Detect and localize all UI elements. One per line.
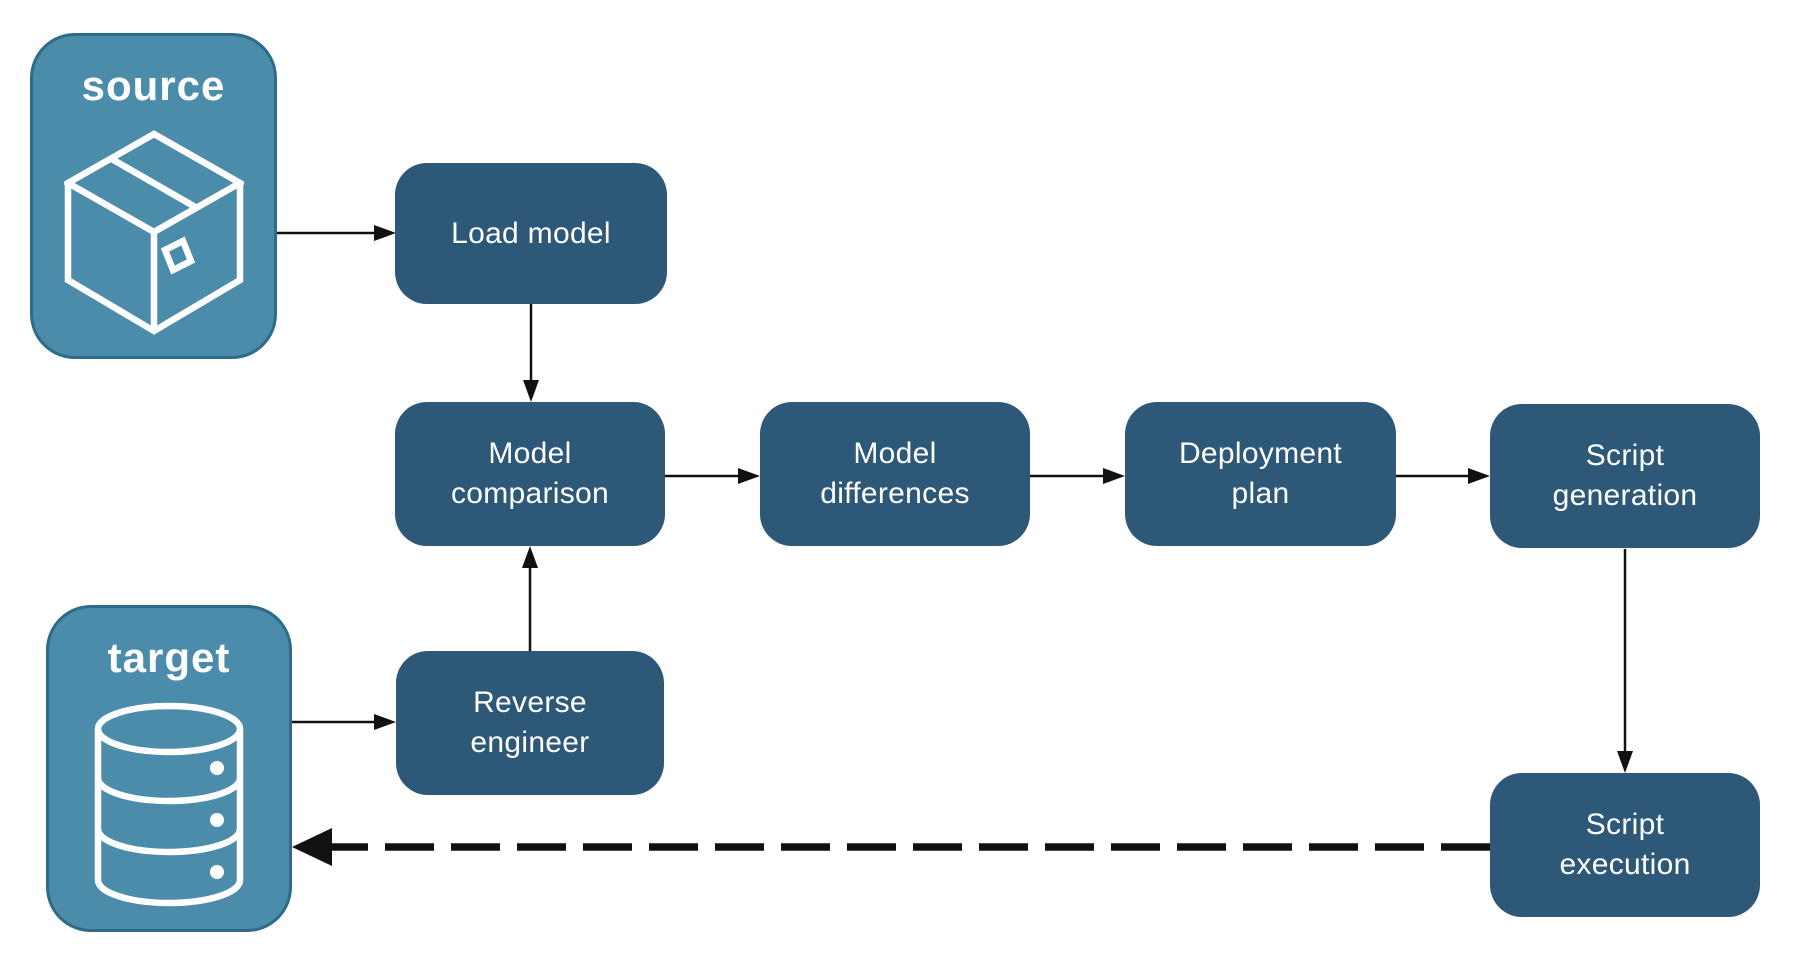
node-label: Load model [451, 216, 611, 250]
node-label-line: Script [1585, 439, 1665, 472]
node-label-line: Script [1585, 808, 1665, 841]
arrow-deployment-plan-to-script-generation [1396, 468, 1490, 484]
node-label-line: engineer [470, 726, 590, 759]
target-label: target [107, 634, 231, 681]
node-label-line: Deployment [1178, 437, 1343, 470]
arrow-model-differences-to-deployment-plan [1030, 468, 1125, 484]
endpoint-target: target [46, 605, 292, 932]
node-deployment-plan: Deployment plan [1125, 402, 1396, 546]
arrow-model-comparison-to-model-differences [665, 468, 760, 484]
arrow-target-to-reverse-engineer [292, 714, 396, 730]
node-label-line: comparison [450, 477, 610, 510]
node-model-comparison: Model comparison [395, 402, 665, 546]
arrow-script-generation-to-script-execution [1617, 549, 1633, 773]
node-script-generation: Script generation [1490, 404, 1760, 548]
endpoint-source: source [30, 33, 277, 359]
arrow-load-model-to-model-comparison [523, 304, 539, 402]
node-model-differences: Model differences [760, 402, 1030, 546]
node-load-model: Load model [395, 163, 667, 304]
arrow-script-execution-to-target-dashed [292, 828, 1490, 866]
node-label-line: differences [820, 477, 970, 510]
node-label-line: execution [1559, 848, 1691, 881]
node-script-execution: Script execution [1490, 773, 1760, 917]
node-label-line: Model [853, 437, 937, 470]
database-icon [94, 702, 244, 907]
node-label-line: Model [488, 437, 572, 470]
arrow-source-to-load-model [277, 225, 396, 241]
node-label-line: Reverse [473, 686, 587, 719]
package-icon [63, 130, 244, 335]
arrow-reverse-engineer-to-model-comparison [522, 546, 538, 651]
node-label-line: generation [1552, 479, 1698, 512]
node-reverse-engineer: Reverse engineer [396, 651, 664, 795]
node-label-line: plan [1231, 477, 1290, 510]
source-label: source [81, 62, 226, 109]
